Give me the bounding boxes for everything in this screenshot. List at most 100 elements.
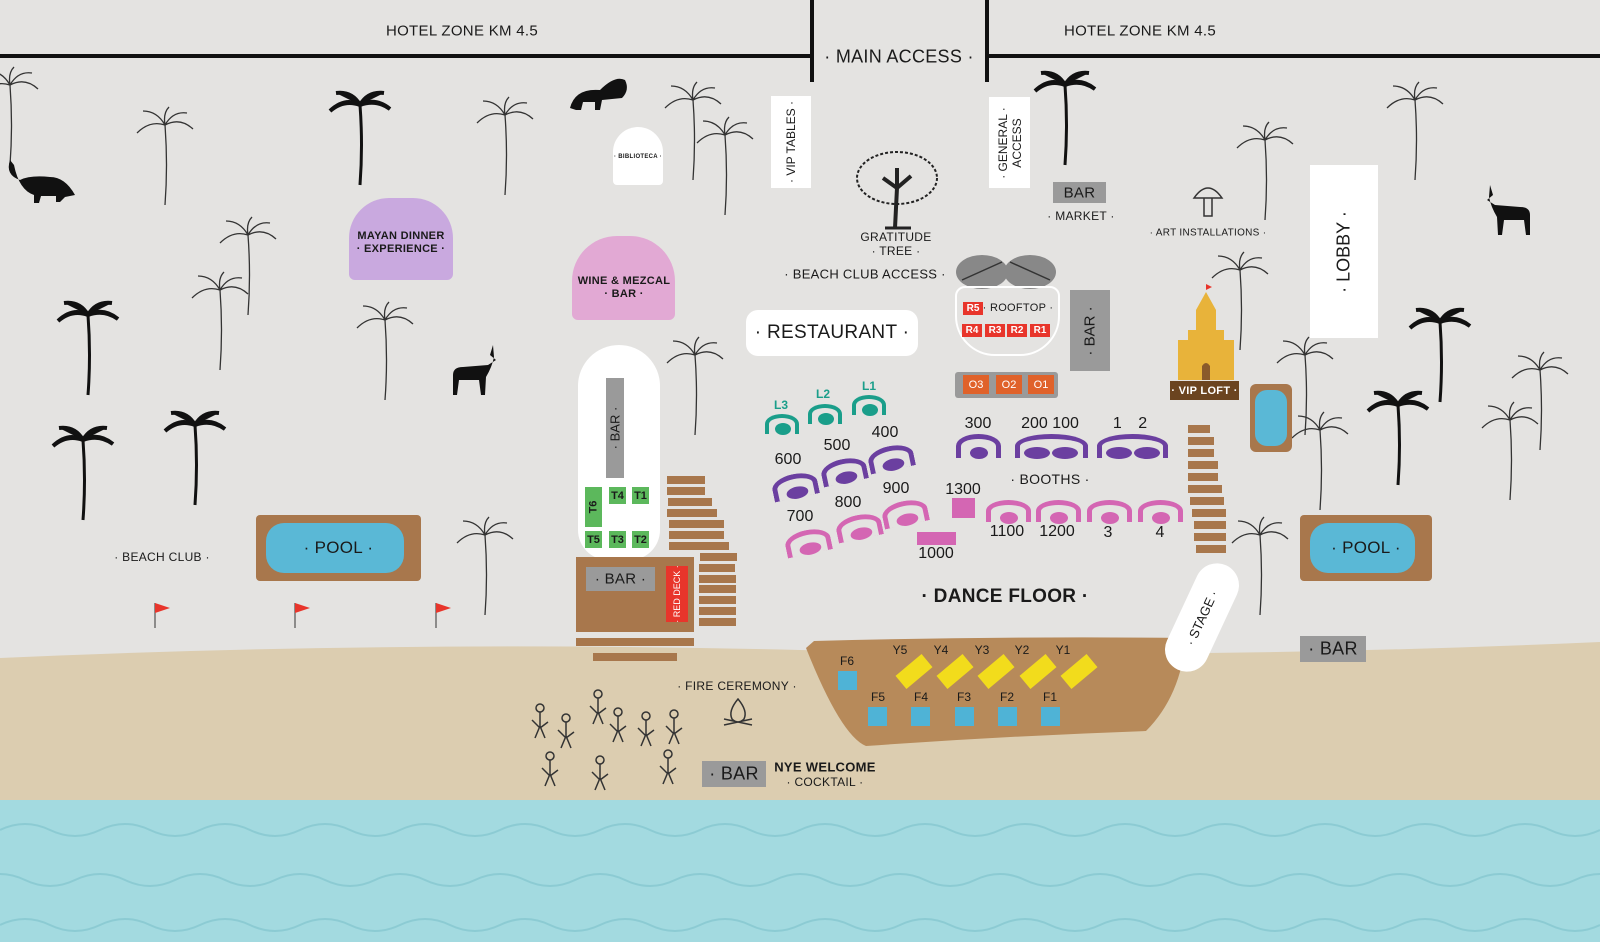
mayan-dinner-label-2: · EXPERIENCE ·	[356, 243, 446, 255]
table-t4[interactable]: T4	[609, 487, 626, 504]
booth-900-label: 900	[882, 480, 910, 497]
booth-1300-label: 1300	[945, 481, 981, 498]
booth-4[interactable]	[1138, 500, 1183, 524]
table-f5[interactable]	[868, 707, 887, 726]
table-f2[interactable]	[998, 707, 1017, 726]
table-f2-label: F2	[999, 690, 1015, 704]
general-access-sign[interactable]: · GENERAL · ACCESS	[989, 97, 1030, 188]
table-t3[interactable]: T3	[609, 531, 626, 548]
table-t1[interactable]: T1	[632, 487, 649, 504]
rooftop-label: · ROOFTOP ·	[982, 302, 1054, 314]
vip-tables-sign[interactable]: · VIP TABLES ·	[771, 96, 811, 188]
hotel-zone-left-label: HOTEL ZONE KM 4.5	[385, 22, 539, 40]
rooftop-table-r2[interactable]: R2	[1007, 324, 1027, 337]
nye-welcome-label: NYE WELCOME	[774, 759, 876, 775]
lounge-l3-label: L3	[773, 398, 789, 412]
leaf-icon	[956, 255, 1056, 289]
booth-1100-label: 1100	[989, 523, 1025, 540]
cocktail-label: · COCKTAIL ·	[786, 775, 864, 789]
table-t2[interactable]: T2	[632, 531, 649, 548]
table-f4-label: F4	[913, 690, 929, 704]
mayan-dinner-experience[interactable]	[349, 198, 453, 280]
rooftop-table-r5[interactable]: R5	[963, 302, 983, 315]
table-f1-label: F1	[1042, 690, 1058, 704]
red-deck[interactable]: · RED DECK ·	[666, 565, 688, 623]
wine-mezcal-label: WINE & MEZCAL	[577, 275, 671, 287]
table-o1[interactable]: O1	[1028, 375, 1054, 394]
booth-300[interactable]	[956, 434, 1001, 459]
table-y2-label: Y2	[1014, 643, 1030, 657]
general-access-label: · GENERAL · ACCESS	[995, 106, 1024, 179]
rooftop-table-r4[interactable]: R4	[962, 324, 982, 337]
hotel-zone-right-label: HOTEL ZONE KM 4.5	[1063, 22, 1217, 40]
booth-1000-label: 1000	[918, 545, 954, 562]
market-label: · MARKET ·	[1047, 209, 1115, 223]
lounge-l1[interactable]	[852, 395, 886, 416]
biblioteca[interactable]: · BIBLIOTECA ·	[613, 127, 663, 185]
booth-1200-label: 1200	[1039, 523, 1075, 540]
bar-right[interactable]: · BAR	[1300, 636, 1366, 662]
booth-1000[interactable]	[917, 532, 956, 545]
boundary-line	[985, 0, 989, 82]
bar-beach-label: · BAR	[709, 763, 759, 784]
vip-loft-pool	[1250, 384, 1292, 452]
market-bar[interactable]: BAR	[1053, 182, 1106, 203]
booth-1200[interactable]	[1036, 500, 1081, 524]
table-f6-label: F6	[839, 654, 855, 668]
red-deck-label: · RED DECK ·	[672, 565, 682, 623]
booth-1300[interactable]	[952, 498, 975, 518]
main-access-label[interactable]: · MAIN ACCESS ·	[824, 46, 974, 67]
rooftop-table-r3[interactable]: R3	[985, 324, 1005, 337]
vip-loft[interactable]: · VIP LOFT ·	[1170, 381, 1239, 400]
flag-icons	[154, 603, 451, 628]
lounge-l3[interactable]	[765, 414, 799, 435]
table-o2[interactable]: O2	[996, 375, 1022, 394]
rooftop-bar-label: · BAR ·	[1081, 305, 1099, 356]
island-bar[interactable]: · BAR ·	[606, 378, 624, 478]
bar-right-label: · BAR	[1308, 638, 1358, 659]
lobby[interactable]: · LOBBY ·	[1310, 165, 1378, 338]
pool-left[interactable]: · POOL ·	[256, 515, 421, 581]
pool-right-label: · POOL ·	[1331, 538, 1401, 557]
booth-1100[interactable]	[986, 500, 1031, 524]
market-bar-label: BAR	[1063, 184, 1096, 201]
table-y3-label: Y3	[974, 643, 990, 657]
table-f4[interactable]	[911, 707, 930, 726]
rooftop-area[interactable]	[955, 286, 1060, 356]
booth-4-label: 4	[1155, 524, 1165, 541]
table-y1-label: Y1	[1055, 643, 1071, 657]
booth-300-label: 300	[964, 415, 992, 432]
table-y4-label: Y4	[933, 643, 949, 657]
lounge-l2[interactable]	[808, 404, 842, 425]
booth-1-2[interactable]	[1097, 434, 1168, 459]
dancing-people-icons	[531, 689, 683, 791]
campfire-icon	[723, 697, 753, 726]
restaurant[interactable]: · RESTAURANT ·	[746, 310, 918, 356]
table-t6-label: T6	[587, 500, 600, 514]
booth-400-label: 400	[871, 424, 899, 441]
deer-icon	[1487, 185, 1530, 235]
table-f5-label: F5	[870, 690, 886, 704]
table-f3[interactable]	[955, 707, 974, 726]
gratitude-tree-label: GRATITUDE	[860, 230, 932, 244]
table-f1[interactable]	[1041, 707, 1060, 726]
biblioteca-label: · BIBLIOTECA ·	[614, 154, 662, 161]
rooftop-table-r1[interactable]: R1	[1030, 324, 1050, 337]
booths-label: · BOOTHS ·	[1010, 471, 1090, 487]
table-t5[interactable]: T5	[585, 531, 602, 548]
deck-bar[interactable]: · BAR ·	[586, 567, 655, 591]
table-f6[interactable]	[838, 671, 857, 690]
table-t6[interactable]: T6	[585, 487, 602, 527]
booth-800-label: 800	[834, 494, 862, 511]
beach-club-access-label: · BEACH CLUB ACCESS ·	[784, 266, 946, 282]
dance-floor-label: · DANCE FLOOR ·	[921, 586, 1089, 607]
table-o3[interactable]: O3	[963, 375, 989, 394]
mushroom-icon	[1192, 187, 1224, 217]
bar-beach[interactable]: · BAR	[702, 761, 766, 787]
rooftop-bar[interactable]: · BAR ·	[1070, 290, 1110, 371]
booth-200-100[interactable]	[1015, 434, 1088, 459]
table-y5-label: Y5	[892, 643, 908, 657]
wine-mezcal-bar[interactable]	[572, 236, 675, 320]
booth-3[interactable]	[1087, 500, 1132, 524]
pool-right[interactable]: · POOL ·	[1300, 515, 1432, 581]
